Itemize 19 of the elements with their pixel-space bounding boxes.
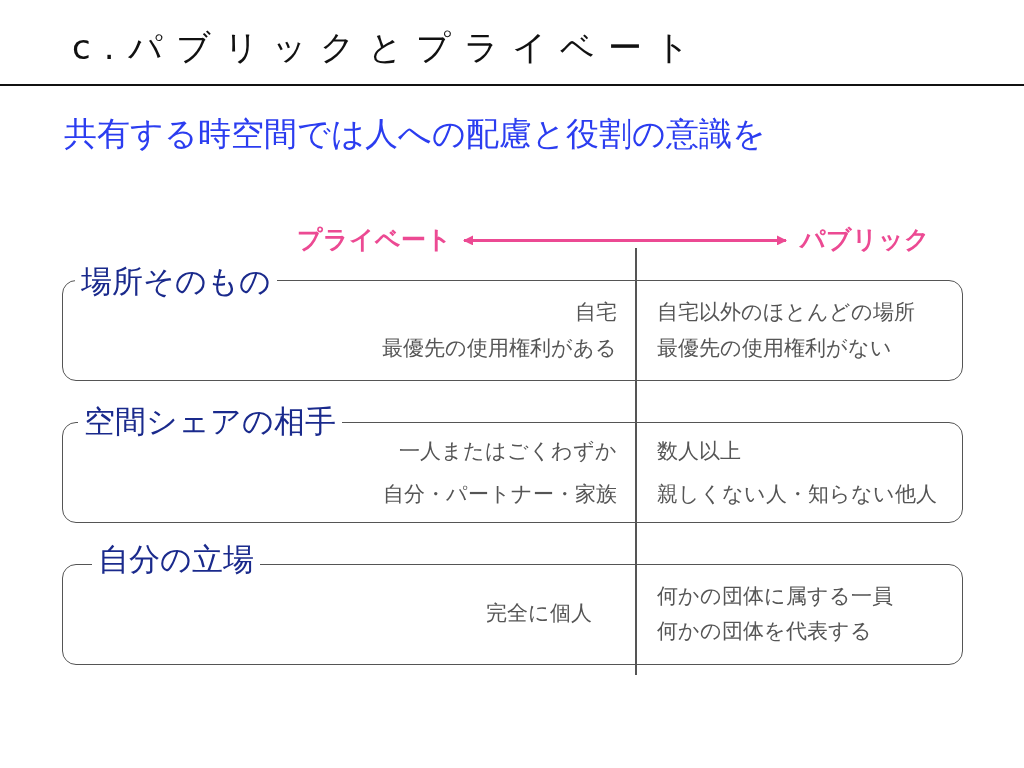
axis-label: パブリック bbox=[800, 226, 930, 255]
cell-text: 最優先の使用権利がない bbox=[656, 335, 892, 360]
row-heading: 場所そのもの bbox=[74, 263, 277, 300]
double-arrow bbox=[463, 235, 787, 246]
cell-text: 自宅 bbox=[574, 299, 617, 324]
row-heading: 空間シェアの相手 bbox=[77, 403, 342, 440]
slide-title: c.パブリックとプライベート bbox=[72, 28, 703, 68]
cell-text: 最優先の使用権利がある bbox=[381, 335, 617, 360]
cell-text: 一人またはごくわずか bbox=[398, 438, 617, 463]
cell-text: 数人以上 bbox=[656, 438, 741, 463]
row-heading: 自分の立場 bbox=[91, 541, 260, 578]
cell-text: 自宅以外のほとんどの場所 bbox=[656, 299, 915, 324]
cell-text: 自分・パートナー・家族 bbox=[382, 481, 617, 506]
cell-text: 完全に個人 bbox=[485, 600, 592, 625]
cell-text: 何かの団体に属する一員 bbox=[656, 583, 893, 608]
axis-label: プライベート bbox=[297, 226, 452, 255]
cell-text: 何かの団体を代表する bbox=[656, 618, 872, 643]
subtitle: 共有する時空間では人への配慮と役割の意識を bbox=[64, 115, 766, 153]
cell-text: 親しくない人・知らない他人 bbox=[656, 481, 937, 506]
